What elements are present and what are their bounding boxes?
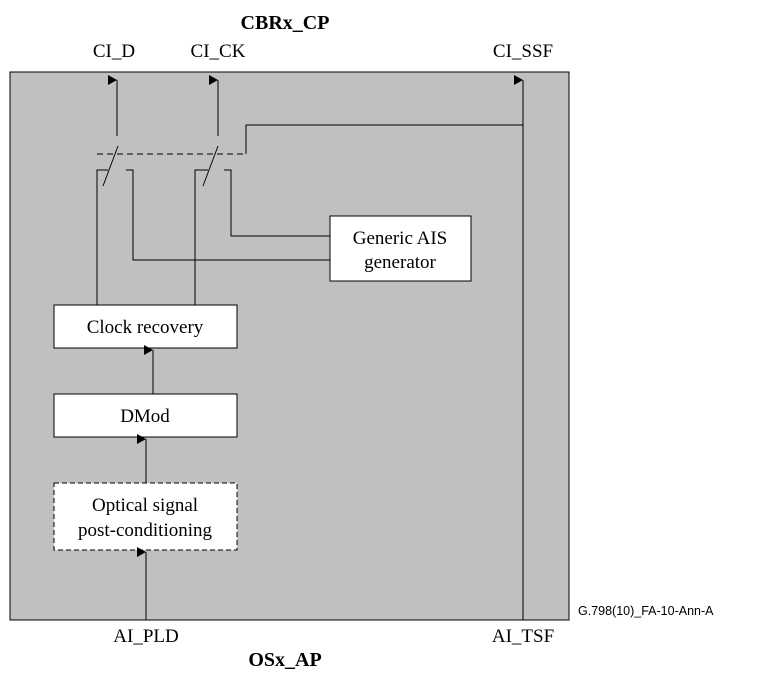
generic-ais-generator-block: Generic AIS generator bbox=[329, 215, 472, 282]
ai-pld-label: AI_PLD bbox=[113, 626, 178, 647]
ci-ssf-label: CI_SSF bbox=[493, 41, 553, 62]
ai-tsf-label: AI_TSF bbox=[492, 626, 554, 647]
ci-d-switch-blade bbox=[102, 145, 119, 187]
ci-d-switch-input-a bbox=[96, 169, 108, 305]
ci-d-label: CI_D bbox=[93, 41, 135, 62]
optical-label-line1: Optical signal bbox=[92, 495, 198, 516]
ci-d-switch-input-b bbox=[126, 169, 330, 261]
optical-signal-post-conditioning-block: Optical signal post-conditioning bbox=[53, 482, 238, 551]
ais-generator-label-line2: generator bbox=[364, 252, 436, 273]
bottom-access-point-label: OSx_AP bbox=[248, 649, 321, 671]
ci-ck-switch-input-b bbox=[224, 169, 330, 237]
figure-id: G.798(10)_FA-10-Ann-A bbox=[578, 604, 714, 618]
dmod-block: DMod bbox=[53, 393, 238, 438]
ci-ck-switch-blade bbox=[202, 145, 219, 187]
ci-ck-label: CI_CK bbox=[191, 41, 246, 62]
top-access-point-label: CBRx_CP bbox=[241, 12, 330, 34]
clock-recovery-block: Clock recovery bbox=[53, 304, 238, 349]
switch-control-line bbox=[245, 124, 523, 154]
ais-generator-label-line1: Generic AIS bbox=[353, 228, 447, 249]
optical-label-line2: post-conditioning bbox=[78, 520, 213, 541]
ci-ck-switch-input-a bbox=[194, 169, 208, 305]
dmod-label: DMod bbox=[120, 406, 170, 427]
clock-recovery-label: Clock recovery bbox=[87, 317, 204, 338]
